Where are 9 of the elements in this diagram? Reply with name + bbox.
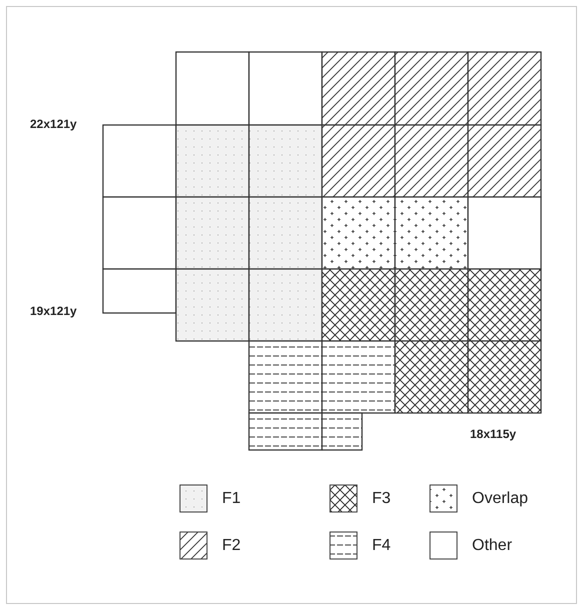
dimension-label: 22x121y	[30, 118, 77, 130]
dimension-label: 18x115y	[470, 428, 516, 440]
legend-label: F4	[372, 538, 391, 554]
legend-label: F1	[222, 491, 241, 507]
legend-label: F3	[372, 491, 391, 507]
legend-label: Overlap	[472, 491, 528, 507]
dimension-label: 19x121y	[30, 305, 77, 317]
legend-label: F2	[222, 538, 241, 554]
legend-label: Other	[472, 538, 512, 554]
